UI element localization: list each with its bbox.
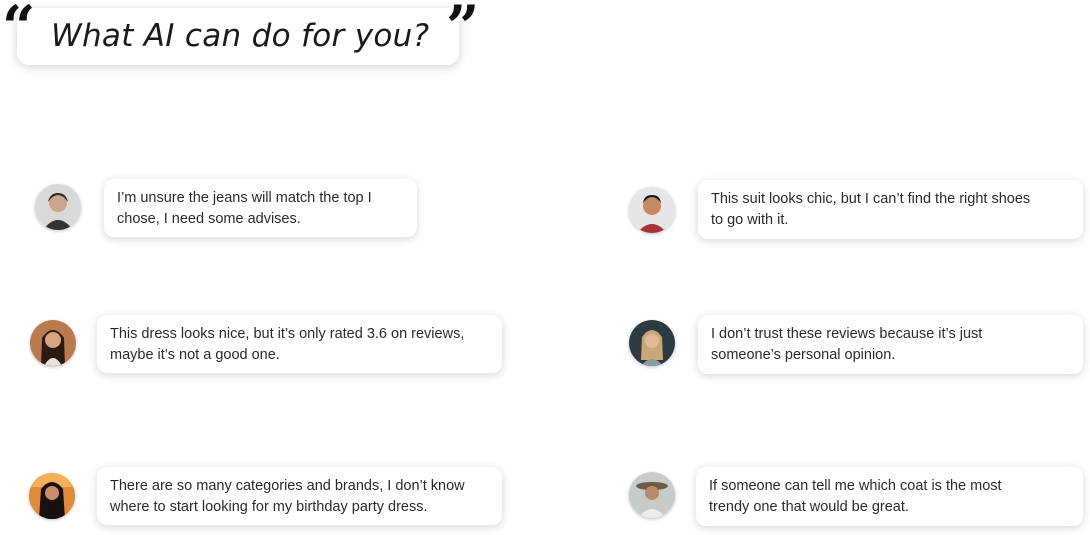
comment-bubble-reviews: I don’t trust these reviews because it’s… bbox=[698, 315, 1083, 374]
comment-bubble-dress-rating: This dress looks nice, but it’s only rat… bbox=[97, 315, 502, 373]
avatar-woman-long-hair bbox=[30, 320, 76, 366]
close-quote-icon: ” bbox=[446, 0, 480, 61]
open-quote-icon: “ bbox=[2, 0, 36, 61]
title-card: What AI can do for you? bbox=[17, 8, 459, 65]
comment-line: This suit looks chic, but I can’t find t… bbox=[711, 191, 1031, 207]
comment-bubble-coat: If someone can tell me which coat is the… bbox=[696, 467, 1083, 526]
page-title: What AI can do for you? bbox=[51, 18, 430, 54]
comment-line: someone’s personal opinion. bbox=[711, 347, 896, 363]
comment-bubble-suit-shoes: This suit looks chic, but I can’t find t… bbox=[698, 180, 1083, 239]
avatar-woman-dark-hair bbox=[29, 473, 75, 519]
comment-line: maybe it’s not a good one. bbox=[110, 347, 280, 363]
comment-line: chose, I need some advises. bbox=[117, 211, 301, 227]
comment-line: trendy one that would be great. bbox=[709, 499, 909, 515]
comment-bubble-jeans: I’m unsure the jeans will match the top … bbox=[104, 179, 417, 237]
avatar-man-smiling bbox=[629, 187, 675, 233]
comment-line: If someone can tell me which coat is the… bbox=[709, 478, 1002, 494]
comment-line: This dress looks nice, but it’s only rat… bbox=[110, 326, 465, 342]
comment-line: I’m unsure the jeans will match the top … bbox=[117, 190, 372, 206]
comment-bubble-categories: There are so many categories and brands,… bbox=[97, 467, 502, 525]
avatar-woman-short-hair bbox=[35, 184, 81, 230]
comment-line: to go with it. bbox=[711, 212, 789, 228]
avatar-woman-blonde bbox=[629, 320, 675, 366]
comment-line: I don’t trust these reviews because it’s… bbox=[711, 326, 983, 342]
avatar-woman-hat bbox=[629, 472, 675, 518]
comment-line: where to start looking for my birthday p… bbox=[110, 499, 428, 515]
comment-line: There are so many categories and brands,… bbox=[110, 478, 465, 494]
